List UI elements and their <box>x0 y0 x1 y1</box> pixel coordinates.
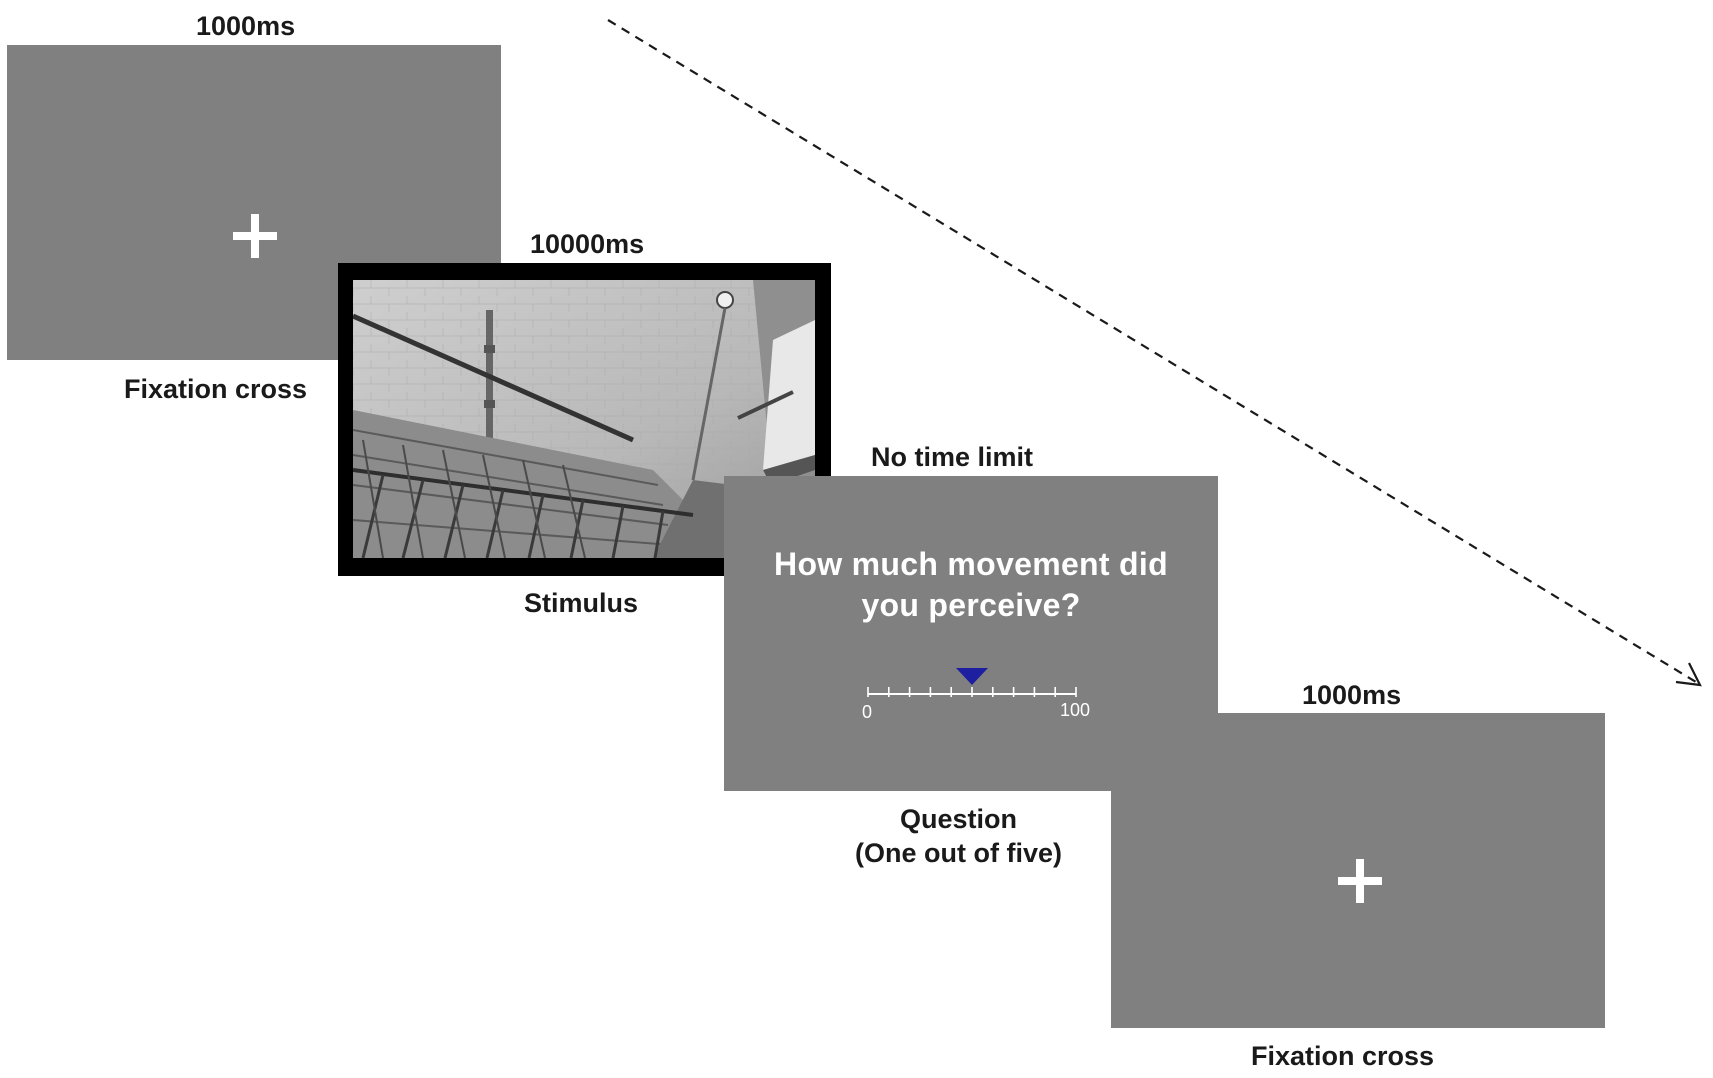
time-arrow-head <box>1675 662 1702 687</box>
rating-scale[interactable]: 0 100 <box>856 666 1116 736</box>
screen4-duration: 1000ms <box>1302 680 1402 710</box>
screen3-duration: No time limit <box>871 442 1034 472</box>
scale-max-label: 100 <box>1060 700 1090 720</box>
screen3-caption: Question (One out of five) <box>855 803 1062 871</box>
screen2-caption: Stimulus <box>524 588 639 618</box>
screen1-duration: 1000ms <box>196 11 296 41</box>
fixation-cross-icon <box>233 214 277 258</box>
screen3-caption-line-2: (One out of five) <box>855 837 1062 868</box>
screen4-fixation <box>1111 713 1605 1028</box>
screen4-caption: Fixation cross <box>1251 1041 1435 1071</box>
fixation-cross-icon <box>1338 859 1382 903</box>
question-line-2: you perceive? <box>861 586 1081 623</box>
scale-pointer-icon[interactable] <box>956 668 988 685</box>
screen3-caption-line-1: Question <box>899 804 1017 834</box>
time-arrow-icon <box>607 19 1697 683</box>
screen1-caption: Fixation cross <box>124 374 308 404</box>
question-line-1: How much movement did <box>774 546 1168 582</box>
screen2-duration: 10000ms <box>530 229 645 259</box>
scale-min-label: 0 <box>862 702 872 722</box>
scale-ticks <box>867 687 1077 697</box>
question-text: How much movement did you perceive? <box>724 544 1218 626</box>
